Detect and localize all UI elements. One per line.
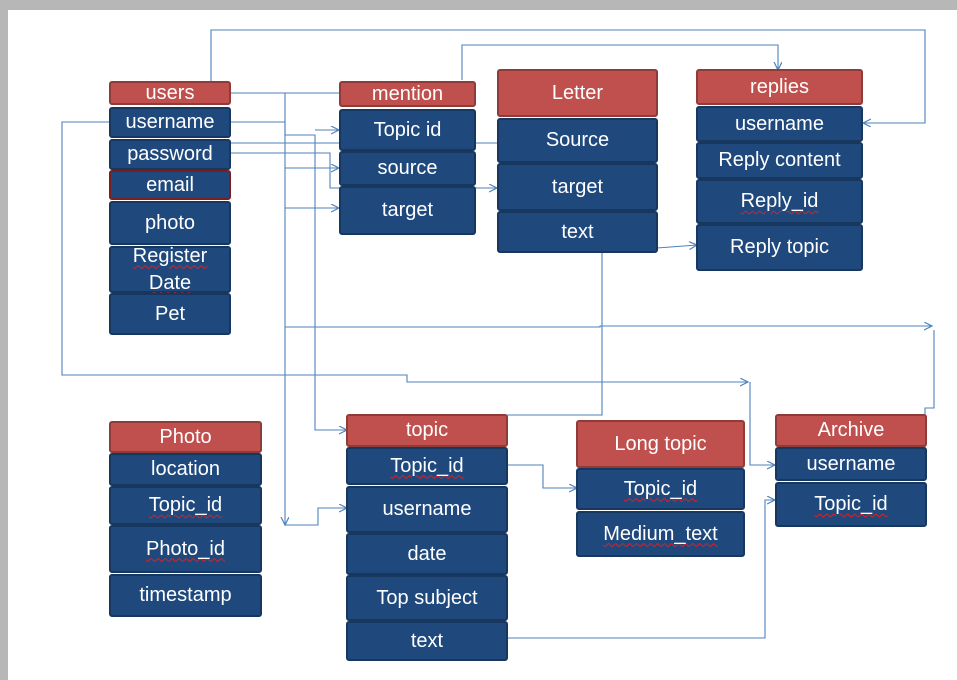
field-reply-id: Reply_id xyxy=(696,179,863,224)
field-username: username xyxy=(696,106,863,142)
entity-archive: Archive username Topic_id xyxy=(775,414,927,527)
entity-topic: topic Topic_id username date Top subject… xyxy=(346,414,508,661)
field-target: target xyxy=(497,163,658,211)
entity-mention: mention Topic id source target xyxy=(339,81,476,235)
field-source: source xyxy=(339,151,476,186)
entity-letter-header: Letter xyxy=(497,69,658,117)
entity-archive-header: Archive xyxy=(775,414,927,447)
entity-users-header: users xyxy=(109,81,231,105)
field-pet: Pet xyxy=(109,293,231,335)
field-reply-topic: Reply topic xyxy=(696,224,863,271)
field-date: date xyxy=(346,533,508,575)
entity-mention-header: mention xyxy=(339,81,476,107)
field-password: password xyxy=(109,139,231,170)
entity-topic-header: topic xyxy=(346,414,508,447)
field-username: username xyxy=(346,486,508,533)
field-source: Source xyxy=(497,118,658,163)
field-username: username xyxy=(109,107,231,138)
entity-replies: replies username Reply content Reply_id … xyxy=(696,69,863,271)
field-username: username xyxy=(775,447,927,481)
field-medium-text: Medium_text xyxy=(576,511,745,557)
field-topic-id: Topic_id xyxy=(775,482,927,527)
entity-letter: Letter Source target text xyxy=(497,69,658,253)
field-email: email xyxy=(109,170,231,200)
field-photo-id: Photo_id xyxy=(109,525,262,573)
entity-title: users xyxy=(145,81,195,104)
field-target: target xyxy=(339,186,476,235)
field-topic-id: Topic_id xyxy=(109,486,262,525)
entity-users: users username password email photo Regi… xyxy=(109,81,231,335)
field-top-subject: Top subject xyxy=(346,575,508,621)
entity-photo-header: Photo xyxy=(109,421,262,453)
field-topic-id: Topic_id xyxy=(576,468,745,510)
entity-replies-header: replies xyxy=(696,69,863,105)
field-reply-content: Reply content xyxy=(696,142,863,179)
entity-long-topic: Long topic Topic_id Medium_text xyxy=(576,420,745,557)
entity-photo: Photo location Topic_id Photo_id timesta… xyxy=(109,421,262,617)
field-photo: photo xyxy=(109,201,231,245)
field-location: location xyxy=(109,453,262,486)
field-text: text xyxy=(497,211,658,253)
field-topic-id: Topic id xyxy=(339,109,476,151)
field-text: text xyxy=(346,621,508,661)
field-register-date: Register Date xyxy=(109,245,231,294)
field-topic-id: Topic_id xyxy=(346,447,508,485)
field-timestamp: timestamp xyxy=(109,574,262,617)
entity-long-topic-header: Long topic xyxy=(576,420,745,468)
